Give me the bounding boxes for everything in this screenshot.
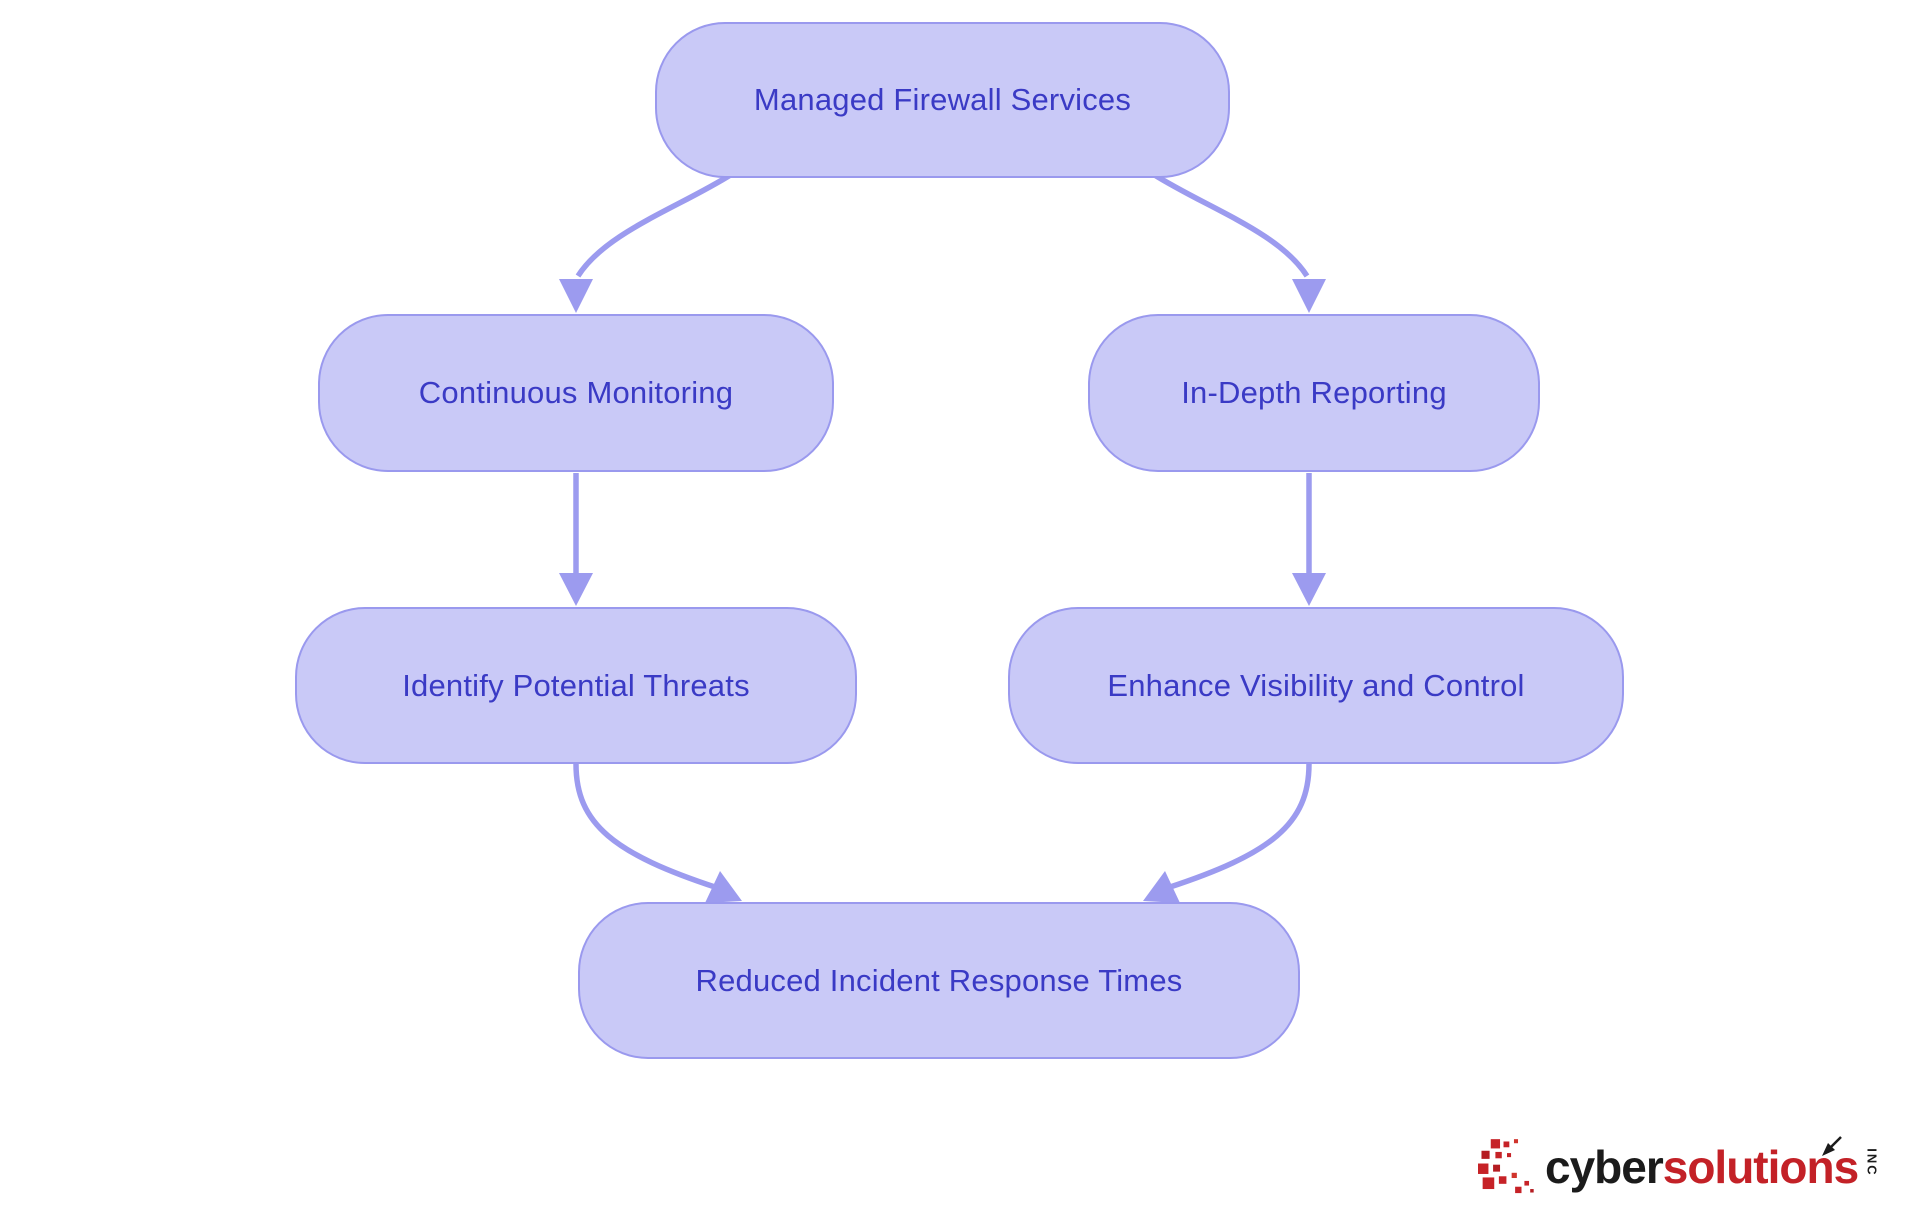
node-reduced-incident-response-times: Reduced Incident Response Times: [578, 902, 1300, 1059]
logo-cursor-arrow-icon: [1822, 1136, 1842, 1156]
edge-enhance-to-reduced: [1143, 763, 1312, 903]
node-label: Enhance Visibility and Control: [1107, 667, 1525, 703]
arrowhead-icon: [559, 573, 593, 606]
edge-indepth-to-enhance: [1292, 473, 1326, 606]
edge-identify-to-reduced: [573, 763, 742, 903]
edge-managed-to-continuous: [559, 171, 734, 313]
node-label: Continuous Monitoring: [418, 375, 734, 410]
node-identify-potential-threats: Identify Potential Threats: [295, 607, 857, 764]
logo-mosaic-icon: [1478, 1139, 1534, 1194]
logo-text-inc: INC: [1864, 1148, 1880, 1177]
edge-managed-to-indepth: [1151, 171, 1326, 313]
node-continuous-monitoring: Continuous Monitoring: [318, 314, 834, 472]
logo-text-cyber: cyber: [1545, 1141, 1664, 1193]
arrowhead-icon: [1292, 573, 1326, 606]
node-label: Identify Potential Threats: [402, 667, 750, 703]
arrowhead-icon: [1143, 871, 1180, 903]
arrowhead-icon: [705, 871, 742, 903]
edge-continuous-to-identify: [559, 473, 593, 606]
node-label: In-Depth Reporting: [1181, 375, 1447, 410]
node-in-depth-reporting: In-Depth Reporting: [1088, 314, 1540, 472]
node-enhance-visibility-and-control: Enhance Visibility and Control: [1008, 607, 1624, 764]
node-label: Reduced Incident Response Times: [695, 962, 1183, 998]
node-label: Managed Firewall Services: [753, 82, 1132, 117]
arrowhead-icon: [1292, 279, 1326, 313]
node-managed-firewall-services: Managed Firewall Services: [655, 22, 1230, 178]
arrowhead-icon: [559, 279, 593, 313]
